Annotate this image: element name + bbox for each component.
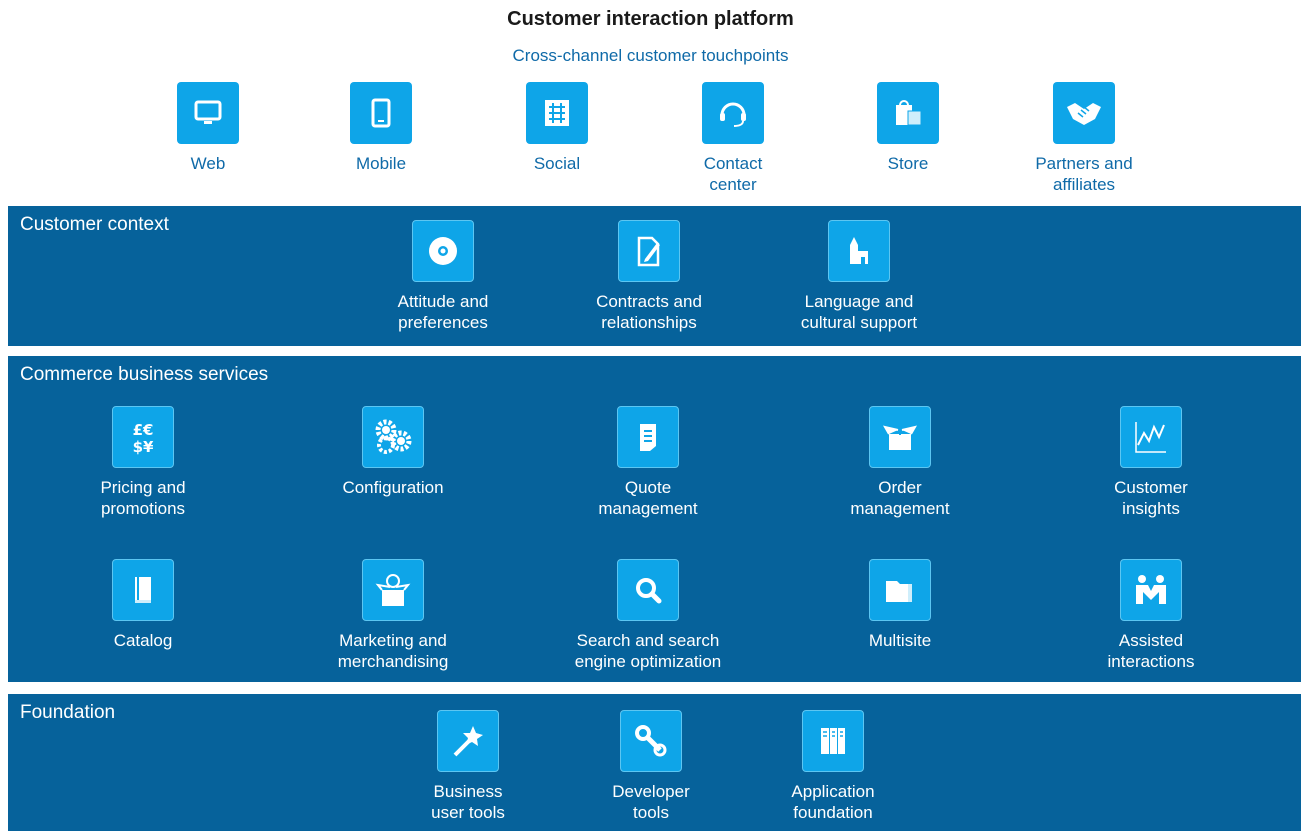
commerce-item-assisted[interactable]: Assisted interactions [1066, 559, 1236, 672]
touchpoint-label: Mobile [355, 154, 407, 173]
social-icon [526, 82, 588, 144]
commerce-item-catalog[interactable]: Catalog [58, 559, 228, 651]
line-chart-icon [1120, 406, 1182, 468]
touchpoint-label: Social [533, 154, 581, 173]
box-icon [869, 406, 931, 468]
search-icon [617, 559, 679, 621]
band-title: Foundation [20, 702, 116, 723]
commerce-item-order[interactable]: Order management [815, 406, 985, 519]
wrench-icon [620, 710, 682, 772]
commerce-item-pricing[interactable]: £€$¥ Pricing and promotions [58, 406, 228, 519]
handshake-icon [1053, 82, 1115, 144]
touchpoint-store[interactable]: Store [823, 82, 993, 174]
book-icon [112, 559, 174, 621]
item-label: Quote management [598, 478, 698, 518]
platform-subtitle: Cross-channel customer touchpoints [512, 46, 789, 65]
headset-icon [702, 82, 764, 144]
disc-icon [412, 220, 474, 282]
foundation-item-business-tools[interactable]: Business user tools [383, 710, 553, 823]
monitor-icon [177, 82, 239, 144]
people-icon [1120, 559, 1182, 621]
touchpoint-contact-center[interactable]: Contact center [648, 82, 818, 195]
touchpoint-label: Web [190, 154, 226, 173]
item-label: Multisite [868, 631, 932, 650]
commerce-item-insights[interactable]: Customer insights [1066, 406, 1236, 519]
shopping-bag-icon [877, 82, 939, 144]
contract-pen-icon [618, 220, 680, 282]
item-label: Customer insights [1114, 478, 1188, 518]
touchpoint-social[interactable]: Social [472, 82, 642, 174]
item-label: Contracts and relationships [596, 292, 702, 332]
item-label: Pricing and promotions [100, 478, 186, 518]
item-label: Catalog [113, 631, 173, 650]
platform-title: Customer interaction platform [507, 8, 794, 30]
item-label: Assisted interactions [1107, 631, 1195, 671]
item-label: Configuration [342, 478, 444, 497]
item-label: Developer tools [612, 782, 690, 822]
item-label: Language and cultural support [800, 292, 918, 332]
band-title: Customer context [20, 214, 169, 235]
foundation-item-application[interactable]: Application foundation [748, 710, 918, 823]
item-label: Application foundation [791, 782, 875, 822]
document-icon [617, 406, 679, 468]
band-title: Commerce business services [20, 364, 269, 385]
item-label: Search and search engine optimization [574, 631, 722, 671]
item-label: Attitude and preferences [397, 292, 489, 332]
touchpoint-label: Partners and affiliates [1035, 154, 1133, 194]
lightbulb-box-icon [362, 559, 424, 621]
touchpoint-mobile[interactable]: Mobile [296, 82, 466, 174]
server-icon [802, 710, 864, 772]
touchpoint-partners[interactable]: Partners and affiliates [999, 82, 1169, 195]
commerce-item-marketing[interactable]: Marketing and merchandising [308, 559, 478, 672]
commerce-services-band: Commerce business services £€$¥ Pricing … [8, 356, 1301, 682]
commerce-item-configuration[interactable]: Configuration [308, 406, 478, 498]
magic-wand-icon [437, 710, 499, 772]
touchpoint-label: Contact center [703, 154, 763, 194]
building-icon [828, 220, 890, 282]
svg-text:£€: £€ [133, 421, 154, 439]
commerce-item-search[interactable]: Search and search engine optimization [563, 559, 733, 672]
commerce-item-quote[interactable]: Quote management [563, 406, 733, 519]
touchpoint-label: Store [887, 154, 929, 173]
touchpoint-web[interactable]: Web [123, 82, 293, 174]
foundation-item-developer-tools[interactable]: Developer tools [566, 710, 736, 823]
context-item-attitude[interactable]: Attitude and preferences [358, 220, 528, 333]
item-label: Business user tools [431, 782, 505, 822]
customer-context-band: Customer context Attitude and preference… [8, 206, 1301, 346]
svg-text:$¥: $¥ [133, 438, 154, 456]
gears-icon [362, 406, 424, 468]
commerce-item-multisite[interactable]: Multisite [815, 559, 985, 651]
context-item-contracts[interactable]: Contracts and relationships [564, 220, 734, 333]
tablet-icon [350, 82, 412, 144]
item-label: Order management [850, 478, 950, 518]
foundation-band: Foundation Business user tools Developer… [8, 694, 1301, 831]
currency-icon: £€$¥ [112, 406, 174, 468]
item-label: Marketing and merchandising [337, 631, 449, 671]
folder-icon [869, 559, 931, 621]
context-item-language[interactable]: Language and cultural support [774, 220, 944, 333]
